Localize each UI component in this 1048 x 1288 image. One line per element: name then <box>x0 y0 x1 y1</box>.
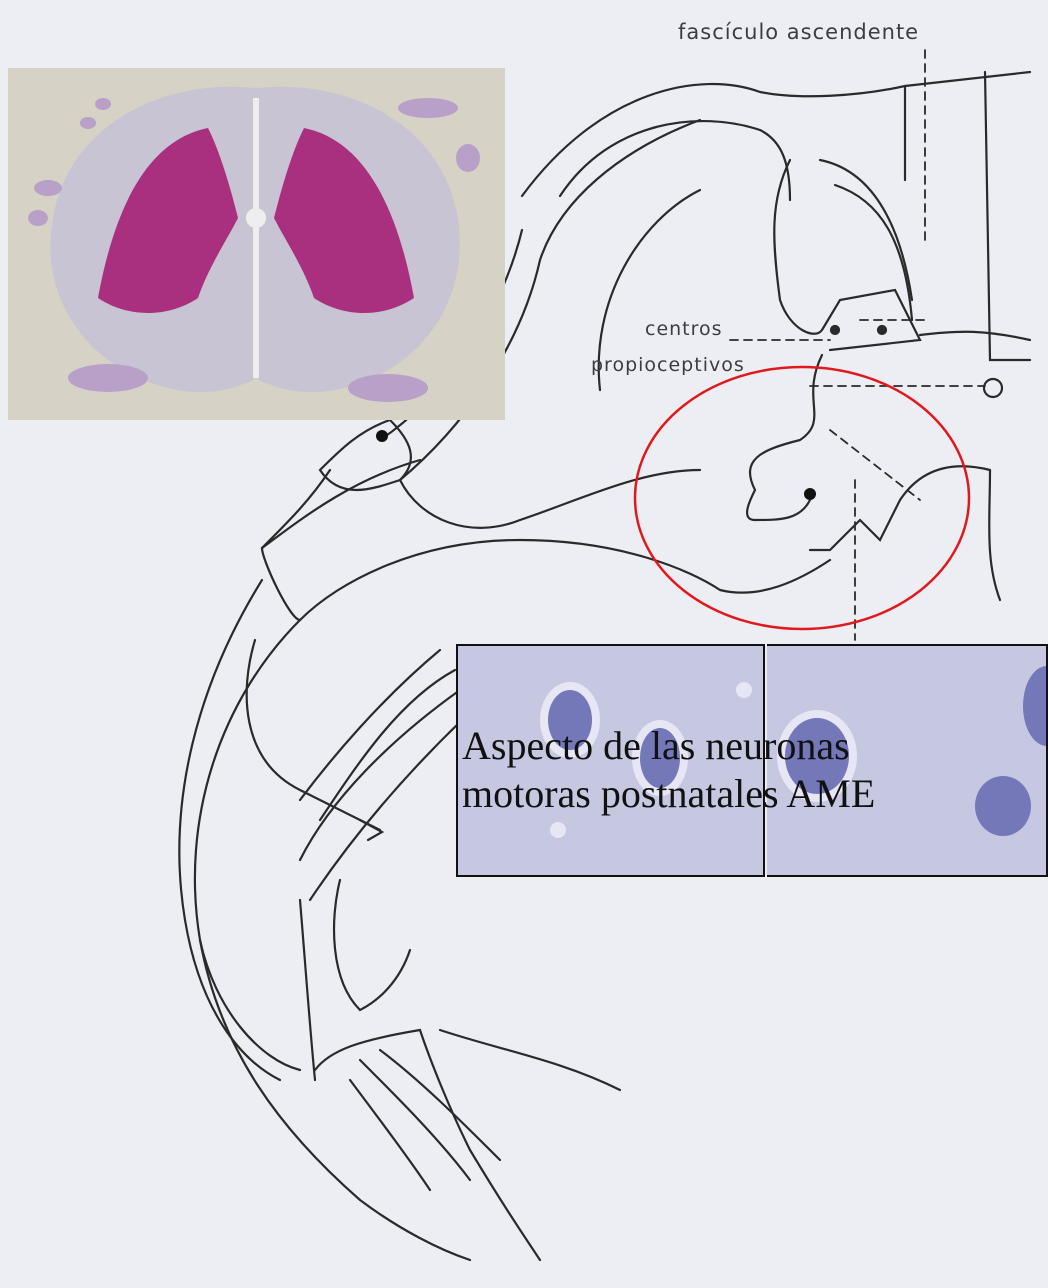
caption-line-2: motoras postnatales AME <box>462 770 875 818</box>
muscle <box>300 650 462 900</box>
dorsal-horn <box>774 160 920 350</box>
label-propioceptivos: propioceptivos <box>591 354 745 376</box>
label-fasciculo-ascendente: fascículo ascendente <box>678 20 919 44</box>
peripheral-nerve <box>262 460 420 548</box>
ganglion-cell-body <box>376 430 388 442</box>
highlight-circle <box>635 367 969 629</box>
spinal-ganglion <box>320 420 411 490</box>
tendon <box>315 1030 540 1260</box>
caption-line-1: Aspecto de las neuronas <box>462 722 875 770</box>
caption: Aspecto de las neuronas motoras postnata… <box>462 722 875 818</box>
spinal-cord-cross-section-photo <box>8 68 505 420</box>
label-centros: centros <box>645 318 723 340</box>
motor-neuron-body <box>804 488 816 500</box>
